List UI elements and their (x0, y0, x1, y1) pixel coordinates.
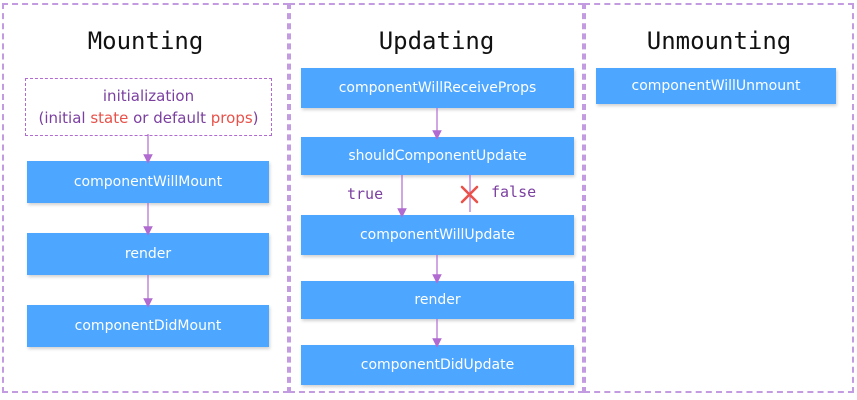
updating-title: Updating (378, 27, 495, 55)
init-open-text: (initial (38, 109, 91, 127)
initialization-box: initialization (initial state or default… (25, 78, 272, 136)
init-or-default-text: or default (128, 109, 211, 127)
should-component-update-box: shouldComponentUpdate (301, 137, 574, 175)
component-will-update-box: componentWillUpdate (301, 215, 574, 255)
initialization-detail: (initial state or default props) (26, 107, 271, 129)
init-close-text: ) (252, 109, 259, 127)
mounting-title: Mounting (87, 27, 204, 55)
mounting-panel: Mounting initialization (initial state o… (2, 3, 289, 393)
branch-false-label: false (491, 183, 537, 201)
component-did-mount-box: componentDidMount (27, 305, 269, 347)
unmounting-title: Unmounting (646, 27, 792, 55)
mount-render-box: render (27, 233, 269, 275)
unmounting-panel: Unmounting componentWillUnmount (584, 3, 854, 393)
update-render-box: render (301, 281, 574, 319)
updating-panel: Updating componentWillReceiveProps shoul… (289, 3, 584, 393)
init-props-text: props (210, 109, 253, 127)
component-will-unmount-box: componentWillUnmount (596, 68, 836, 104)
init-state-text: state (90, 109, 129, 127)
component-did-update-box: componentDidUpdate (301, 345, 574, 385)
component-will-receive-props-box: componentWillReceiveProps (301, 68, 574, 108)
branch-true-label: true (347, 185, 384, 203)
initialization-label: initialization (102, 87, 195, 105)
component-will-mount-box: componentWillMount (27, 161, 269, 203)
